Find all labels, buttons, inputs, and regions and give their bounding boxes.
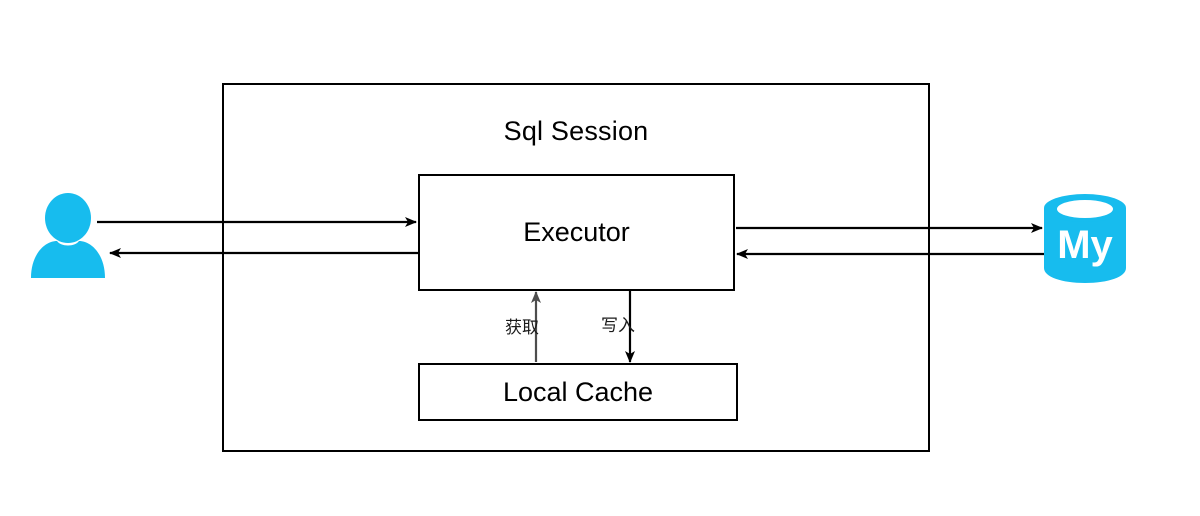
sql-session-title: Sql Session (503, 116, 649, 146)
executor-box: Executor (418, 174, 735, 291)
local-cache-label: Local Cache (502, 376, 654, 407)
mysql-db-text: My (1057, 223, 1113, 267)
edge-label-write: 写入 (601, 316, 635, 335)
user-icon (31, 193, 105, 278)
mysql-database-icon: My (1044, 194, 1126, 283)
edge-label-fetch: 获取 (505, 318, 539, 337)
executor-label: Executor (523, 217, 630, 247)
local-cache-box: Local Cache (418, 363, 738, 421)
